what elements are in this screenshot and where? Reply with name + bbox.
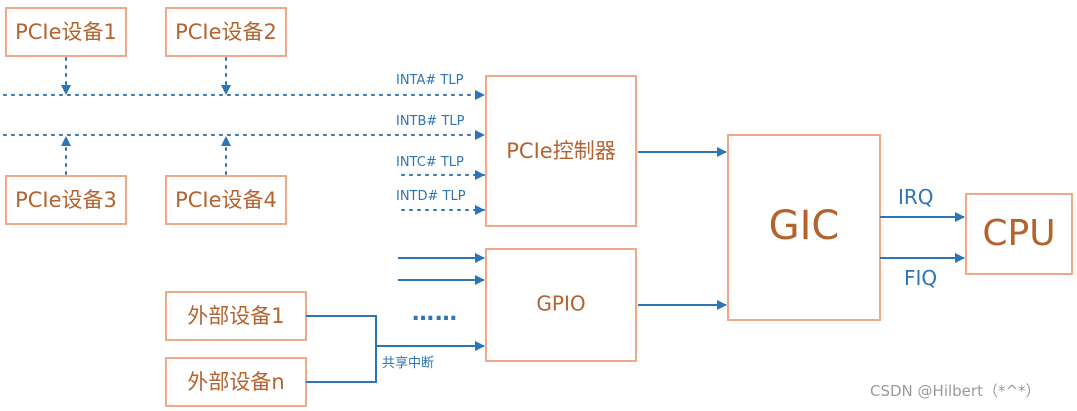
cpu-label: CPU bbox=[982, 213, 1055, 254]
pcie-device-3-label: PCIe设备3 bbox=[15, 188, 117, 212]
shared-interrupt-line-1 bbox=[306, 315, 485, 351]
shared-interrupt-label: 共享中断 bbox=[382, 355, 434, 371]
external-device-1-box: 外部设备1 bbox=[165, 291, 307, 341]
external-device-n-box: 外部设备n bbox=[165, 357, 307, 407]
cpu-box: CPU bbox=[965, 193, 1073, 275]
pcie-device-2-box: PCIe设备2 bbox=[165, 7, 287, 57]
watermark-text: CSDN @Hilbert（*^*） bbox=[870, 382, 1041, 400]
shared-interrupt-line-n bbox=[306, 346, 377, 383]
external-device-1-label: 外部设备1 bbox=[187, 304, 284, 328]
pcie-controller-label: PCIe控制器 bbox=[506, 139, 615, 163]
gpio-box: GPIO bbox=[485, 248, 637, 362]
gic-box: GIC bbox=[727, 134, 881, 321]
gpio-label: GPIO bbox=[536, 292, 585, 316]
pcie-controller-box: PCIe控制器 bbox=[485, 75, 637, 227]
pcie-device-4-box: PCIe设备4 bbox=[165, 175, 287, 225]
pcie-device-1-box: PCIe设备1 bbox=[5, 7, 127, 57]
intb-label: INTB# TLP bbox=[396, 114, 465, 129]
gic-label: GIC bbox=[769, 203, 840, 249]
gpio-more-inputs-ellipsis: …… bbox=[412, 301, 458, 326]
pcie-device-2-label: PCIe设备2 bbox=[175, 20, 277, 44]
pcie-device-3-box: PCIe设备3 bbox=[5, 175, 127, 225]
fiq-label: FIQ bbox=[904, 266, 937, 290]
external-device-n-label: 外部设备n bbox=[187, 370, 284, 394]
inta-label: INTA# TLP bbox=[396, 73, 464, 88]
intd-label: INTD# TLP bbox=[396, 189, 466, 204]
intc-label: INTC# TLP bbox=[396, 155, 464, 170]
pcie-device-4-label: PCIe设备4 bbox=[175, 188, 277, 212]
irq-label: IRQ bbox=[898, 185, 934, 209]
pcie-device-1-label: PCIe设备1 bbox=[15, 20, 117, 44]
